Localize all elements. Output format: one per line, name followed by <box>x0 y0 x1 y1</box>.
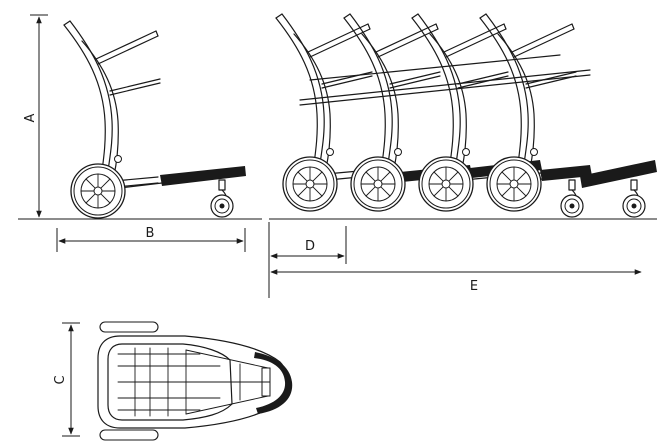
dimension-d-label: D <box>305 239 315 254</box>
dimension-a-label: A <box>23 113 38 122</box>
dimension-e: E <box>270 269 642 294</box>
dimension-c: C <box>53 322 80 437</box>
dimension-b: B <box>56 226 246 252</box>
nested-trolleys-side-view <box>275 13 657 218</box>
dimension-b-label: B <box>146 226 155 241</box>
single-trolley-side-view <box>63 20 246 219</box>
dimension-d: D <box>268 222 347 298</box>
dimension-c-label: C <box>53 375 68 384</box>
trolley-top-view <box>97 321 293 441</box>
dimension-e-label: E <box>470 279 478 294</box>
dimension-a: A <box>23 14 48 218</box>
